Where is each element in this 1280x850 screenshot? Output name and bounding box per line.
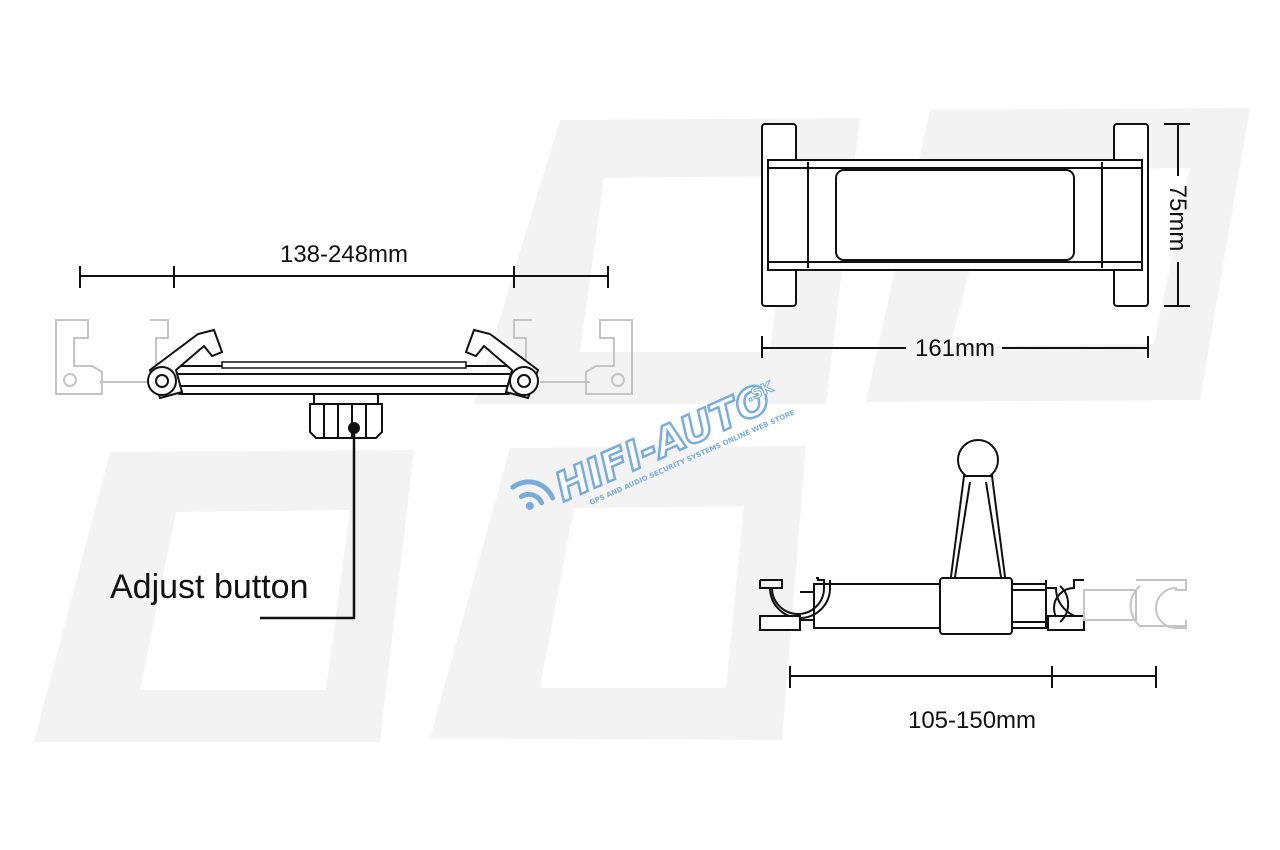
clamp-side-view [759,439,1187,688]
holder-height-label: 75mm [1164,185,1191,252]
arm-bar [175,365,513,395]
holder-height-dimension [1164,123,1190,307]
clamp-range-dimension [789,666,1157,688]
mount-ball [957,439,999,481]
holder-center-panel [835,169,1075,261]
holder-width-dimension [761,336,1149,358]
arm-width-label: 138-248mm [280,241,408,268]
watermark-shape-top [474,118,860,404]
right-arm [464,328,540,400]
adjust-button-leader [260,432,356,620]
wifi-signal-icon [510,479,556,510]
adjust-button-label: Adjust button [110,568,308,606]
right-clamp [1045,579,1085,631]
arm-top-view [55,266,633,620]
ghost-hooks [55,319,633,395]
holder-width-label: 161mm [915,335,995,362]
adjust-knob [309,393,383,439]
left-clamp [759,577,831,631]
ghost-clamp [1083,579,1187,629]
left-arm [147,328,224,400]
clamp-range-label: 105-150mm [908,707,1036,734]
watermark-shape-bottom-left [34,450,414,742]
watermark-shape-bottom-mid [430,446,806,740]
holder-front-view [761,123,1190,358]
arm-width-dimension [79,266,609,288]
